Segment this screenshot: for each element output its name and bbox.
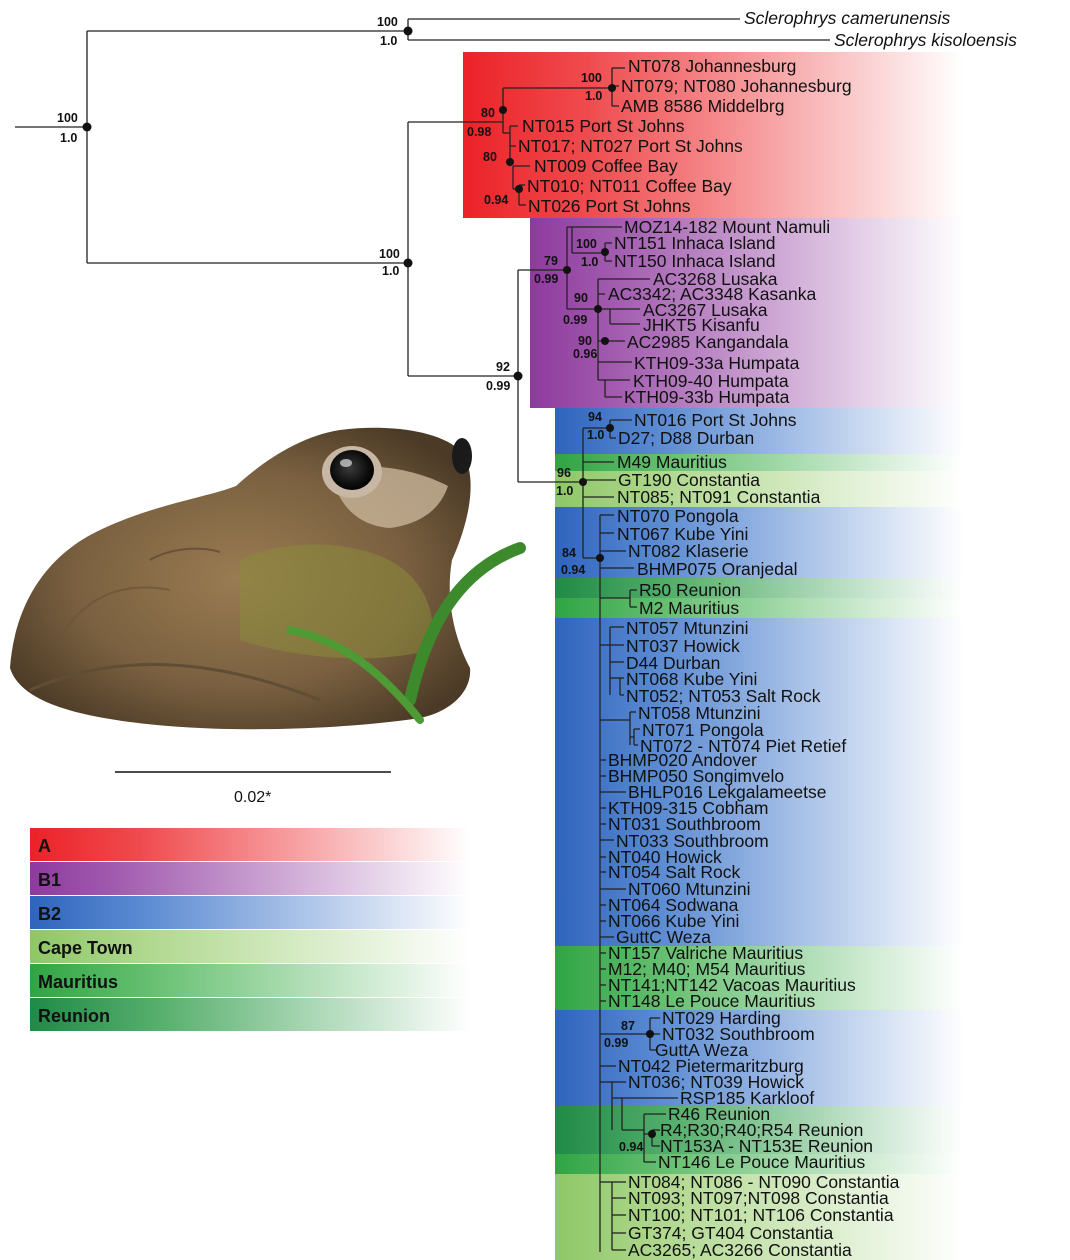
node-root <box>83 123 92 132</box>
legend-swatch-b2 <box>30 896 470 929</box>
support-hard-bs: 87 <box>621 1019 635 1033</box>
support-hard-pp: 0.99 <box>604 1036 628 1050</box>
taxon-label: R50 Reunion <box>639 580 741 600</box>
support-b2a-pp: 1.0 <box>587 428 604 442</box>
legend-label-b1: B1 <box>38 870 61 890</box>
support-ingroup-pp: 1.0 <box>382 264 399 278</box>
taxon-label: NT009 Coffee Bay <box>534 156 678 176</box>
support-root-bs: 100 <box>57 111 78 125</box>
support-b-bs: 92 <box>496 360 510 374</box>
scale-label: 0.02* <box>234 789 271 806</box>
taxon-label: NT016 Port St Johns <box>634 410 797 430</box>
support-jhb-bs: 100 <box>581 71 602 85</box>
node-outgroup <box>404 27 413 36</box>
taxon-label: BHMP075 Oranjedal <box>637 559 798 579</box>
support-out-pp: 1.0 <box>380 34 397 48</box>
support-inh-bs: 100 <box>576 237 597 251</box>
taxon-label: NT057 Mtunzini <box>626 618 749 638</box>
taxon-label: NT150 Inhaca Island <box>614 251 776 271</box>
node-b1 <box>563 266 571 274</box>
taxon-label: NT079; NT080 Johannesburg <box>621 76 852 96</box>
support-b2-bs: 96 <box>557 466 571 480</box>
legend-swatch-a <box>30 828 470 861</box>
legend-label-reunion: Reunion <box>38 1006 110 1026</box>
taxon-label: NT015 Port St Johns <box>522 116 685 136</box>
taxon-label: NT026 Port St Johns <box>528 196 691 216</box>
support-b1-bs: 79 <box>544 254 558 268</box>
taxon-label: AMB 8586 Middelbrg <box>621 96 784 116</box>
taxon-label: KTH09-33a Humpata <box>634 353 800 373</box>
support-b2b-bs: 84 <box>562 546 576 560</box>
support-ingroup-bs: 100 <box>379 247 400 261</box>
support-b1c-bs: 90 <box>578 334 592 348</box>
taxon-label: Sclerophrys kisoloensis <box>834 30 1017 50</box>
node-a2 <box>506 158 514 166</box>
taxon-label: M2 Mauritius <box>639 598 739 618</box>
support-a3-pp: 0.94 <box>484 193 508 207</box>
scale-bar: 0.02* <box>115 772 391 806</box>
legend-label-cape: Cape Town <box>38 938 133 958</box>
node-b2a <box>606 424 614 432</box>
support-jhb-pp: 1.0 <box>585 89 602 103</box>
taxon-label: KTH09-33b Humpata <box>624 387 790 407</box>
node-a3 <box>515 185 523 193</box>
legend: A B1 B2 Cape Town Mauritius Reunion <box>30 828 470 1031</box>
taxon-label: AC3265; AC3266 Constantia <box>628 1240 852 1260</box>
support-a-bs: 80 <box>481 106 495 120</box>
support-inh-pp: 1.0 <box>581 255 598 269</box>
taxon-label: NT010; NT011 Coffee Bay <box>527 176 732 196</box>
taxon-label: M49 Mauritius <box>617 452 727 472</box>
node-b2 <box>579 478 587 486</box>
support-root-pp: 1.0 <box>60 131 77 145</box>
node-b1b <box>594 305 602 313</box>
support-b1c-pp: 0.96 <box>573 347 597 361</box>
support-reu-pp: 0.94 <box>619 1140 643 1154</box>
toad-photo <box>10 428 520 729</box>
taxon-label: NT078 Johannesburg <box>628 56 796 76</box>
support-out-bs: 100 <box>377 15 398 29</box>
support-b2-pp: 1.0 <box>556 484 573 498</box>
legend-label-mauritius: Mauritius <box>38 972 118 992</box>
legend-swatch-b1 <box>30 862 470 895</box>
taxon-label: NT100; NT101; NT106 Constantia <box>628 1205 894 1225</box>
support-a-pp: 0.98 <box>467 125 491 139</box>
legend-label-b2: B2 <box>38 904 61 924</box>
taxon-label: Sclerophrys camerunensis <box>744 8 950 28</box>
taxon-label: NT017; NT027 Port St Johns <box>518 136 743 156</box>
support-b1b-bs: 90 <box>574 291 588 305</box>
node-b1c <box>601 337 609 345</box>
node-inhaca <box>601 248 609 256</box>
legend-label-a: A <box>38 836 51 856</box>
taxon-label: AC2985 Kangandala <box>627 332 789 352</box>
support-b1-pp: 0.99 <box>534 272 558 286</box>
taxon-label: NT085; NT091 Constantia <box>617 487 821 507</box>
taxon-label: NT146 Le Pouce Mauritius <box>658 1152 865 1172</box>
node-ingroup <box>404 259 413 268</box>
band-mauritius-2 <box>555 598 963 618</box>
node-b2b <box>596 554 604 562</box>
band-reunion-1 <box>555 578 963 598</box>
node-reunion <box>648 1130 656 1138</box>
support-b2a-bs: 94 <box>588 410 602 424</box>
taxon-label: NT082 Klaserie <box>628 541 749 561</box>
taxon-label: NT070 Pongola <box>617 506 739 526</box>
node-b <box>514 372 523 381</box>
support-a2-bs: 80 <box>483 150 497 164</box>
support-b1b-pp: 0.99 <box>563 313 587 327</box>
taxon-label: D27; D88 Durban <box>618 428 754 448</box>
support-b-pp: 0.99 <box>486 379 510 393</box>
taxon-label: NT151 Inhaca Island <box>614 233 776 253</box>
node-harding <box>646 1030 654 1038</box>
node-a <box>499 106 507 114</box>
node-jhb <box>608 84 616 92</box>
support-b2b-pp: 0.94 <box>561 563 585 577</box>
